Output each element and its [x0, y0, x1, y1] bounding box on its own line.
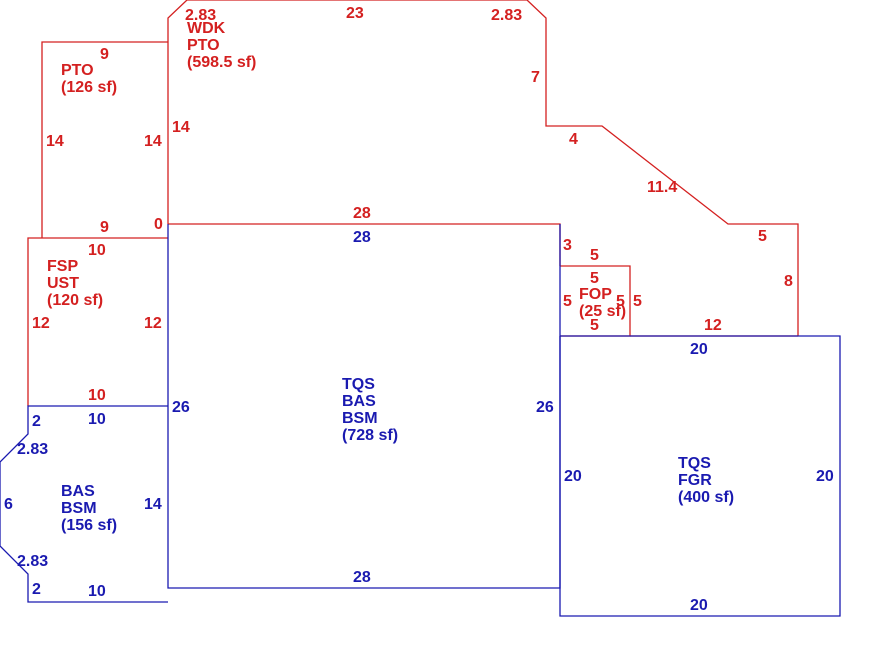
dim-fsp-bottom: 10: [88, 387, 106, 404]
dim-fsp-left: 12: [32, 315, 50, 332]
dim-garage-right: 20: [816, 468, 834, 485]
dim-wdk-corner-right: 2.83: [491, 7, 522, 24]
fop-area-label: FOP (25 sf): [579, 286, 626, 320]
dim-fop-right: 5: [616, 293, 625, 310]
dim-bsm-left: 6: [4, 496, 13, 513]
dim-wdk-diagonal: 11.4: [647, 179, 677, 196]
dim-fop-bottom: 5: [590, 317, 599, 334]
dim-bsm-bottom-left: 2: [32, 581, 41, 598]
basement-outline: [0, 405, 168, 603]
fsp-area-label: FSP UST (120 sf): [47, 258, 103, 309]
main-area-label: TQS BAS BSM (728 sf): [342, 376, 398, 444]
living-dimensions: 28 26 26 28 20 20 20 20 10 2 2.83 6 2.83…: [4, 229, 834, 614]
dim-fop-top-outer: 5: [590, 247, 599, 264]
dim-fsp-top: 10: [88, 242, 106, 259]
dim-garage-bottom: 20: [690, 597, 708, 614]
dim-fop-top: 5: [590, 270, 599, 287]
dim-wdk-top: 23: [346, 5, 364, 22]
dim-fsp-right: 12: [144, 315, 162, 332]
dim-fop-left: 5: [563, 293, 572, 310]
area-labels: WDK PTO (598.5 sf) PTO (126 sf) FSP UST …: [47, 20, 734, 534]
dim-bsm-top-left: 2: [32, 413, 41, 430]
dim-garage-left: 20: [564, 468, 582, 485]
pto-area-label: PTO (126 sf): [61, 62, 117, 96]
dim-wdk-lower-step: 5: [758, 228, 767, 245]
dim-wdk-small-right: 3: [563, 237, 572, 254]
dim-pto-top: 9: [100, 46, 109, 63]
living-outlines: [0, 224, 841, 617]
dim-main-left: 26: [172, 399, 190, 416]
garage-outline: [559, 335, 841, 617]
dim-main-bottom: 28: [353, 569, 371, 586]
basement-area-label: BAS BSM (156 sf): [61, 483, 117, 534]
dim-bsm-right: 14: [144, 496, 162, 513]
dim-main-top: 28: [353, 229, 371, 246]
dim-bsm-upper-diag: 2.83: [17, 441, 48, 458]
garage-area-label: TQS FGR (400 sf): [678, 455, 734, 506]
pto-outline: [41, 41, 168, 238]
dim-garage-top: 20: [690, 341, 708, 358]
dim-wdk-far-right: 8: [784, 273, 793, 290]
dim-wdk-bottom: 28: [353, 205, 371, 222]
fsp-outline: [27, 237, 168, 406]
dim-wdk-bottom-right: 12: [704, 317, 722, 334]
dim-bsm-bottom: 10: [88, 583, 106, 600]
dim-bsm-top: 10: [88, 411, 106, 428]
exterior-dimensions: 2.83 23 2.83 7 4 11.4 5 8 12 14 0 28 3 9…: [32, 5, 793, 404]
dim-pto-bottom: 9: [100, 219, 109, 236]
dim-bsm-lower-diag: 2.83: [17, 553, 48, 570]
dim-wdk-step: 4: [569, 131, 578, 148]
dim-fop-right-outer: 5: [633, 293, 642, 310]
dim-wdk-left: 14: [172, 119, 190, 136]
dim-main-right: 26: [536, 399, 554, 416]
dim-wdk-corner-left: 2.83: [185, 7, 216, 24]
wdk-area-label: WDK PTO (598.5 sf): [187, 20, 256, 71]
dim-pto-right: 14: [144, 133, 162, 150]
exterior-outlines: [27, 0, 799, 406]
dim-wdk-bottom-zero: 0: [154, 216, 163, 233]
dim-wdk-right: 7: [531, 69, 540, 86]
wdk-outline: [167, 0, 799, 336]
dim-pto-left: 14: [46, 133, 64, 150]
